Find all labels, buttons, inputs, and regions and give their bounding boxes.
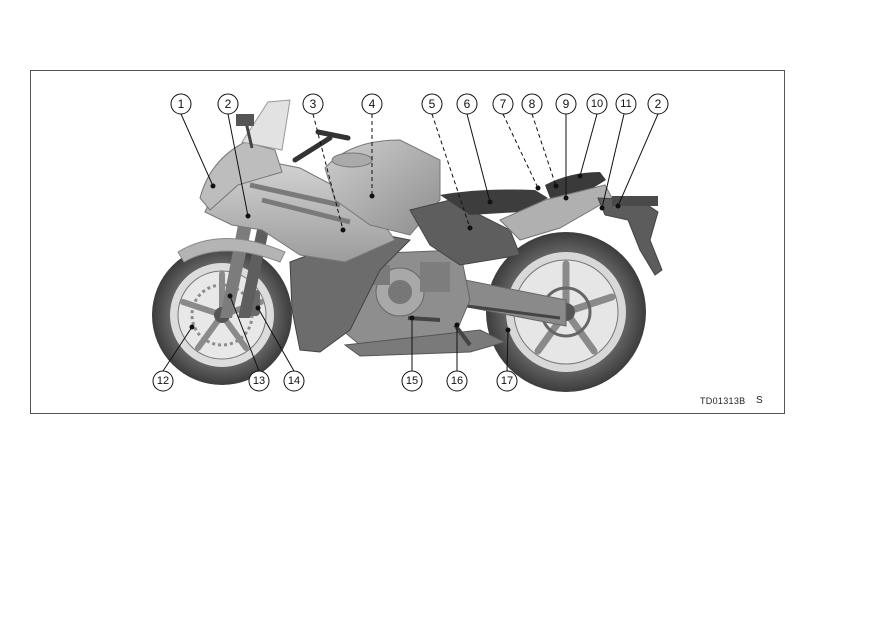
svg-text:6: 6 [464,97,471,111]
svg-text:14: 14 [288,375,300,387]
figure-code: TD01313B [700,396,746,406]
svg-text:7: 7 [500,97,507,111]
svg-text:3: 3 [310,97,317,111]
callout-11: 11 [615,93,637,115]
svg-text:11: 11 [620,98,631,110]
page-marker: S [756,395,763,406]
callout-5: 5 [421,93,443,115]
leader-lines [162,113,659,372]
windshield [241,99,291,151]
callout-14: 14 [283,370,305,392]
front-fender [177,238,286,263]
svg-text:8: 8 [529,97,536,111]
svg-text:10: 10 [591,98,603,110]
callout-2: 2 [217,93,239,115]
callout-6: 6 [456,93,478,115]
tail-light [612,196,658,206]
callout-8: 8 [521,93,543,115]
leader-dots [189,173,621,333]
svg-text:17: 17 [501,375,513,387]
callout-13: 13 [248,370,270,392]
passenger-seat [545,172,606,198]
fairing-stripes [249,182,351,225]
svg-text:13: 13 [253,375,265,387]
svg-text:15: 15 [406,375,418,387]
callout-17: 17 [496,370,518,392]
fuel-cap [331,152,373,168]
callout-4: 4 [361,93,383,115]
svg-text:2: 2 [225,97,232,111]
callout-3: 3 [302,93,324,115]
callout-7: 7 [492,93,514,115]
mirror [236,114,254,149]
svg-text:2: 2 [655,97,662,111]
callout-2-rear: 2 [647,93,669,115]
svg-text:4: 4 [369,97,376,111]
svg-text:12: 12 [157,375,169,387]
callout-12: 12 [152,370,174,392]
handlebar [292,129,351,163]
svg-text:1: 1 [178,97,185,111]
upper-cowl [199,141,283,211]
callout-16: 16 [446,370,468,392]
svg-text:16: 16 [451,375,463,387]
callout-9: 9 [555,93,577,115]
callout-10: 10 [586,93,608,115]
svg-text:5: 5 [429,97,436,111]
callout-1: 1 [170,93,192,115]
callout-15: 15 [401,370,423,392]
motorcycle-illustration [152,99,663,392]
svg-text:9: 9 [563,97,570,111]
rider-seat [440,189,548,215]
